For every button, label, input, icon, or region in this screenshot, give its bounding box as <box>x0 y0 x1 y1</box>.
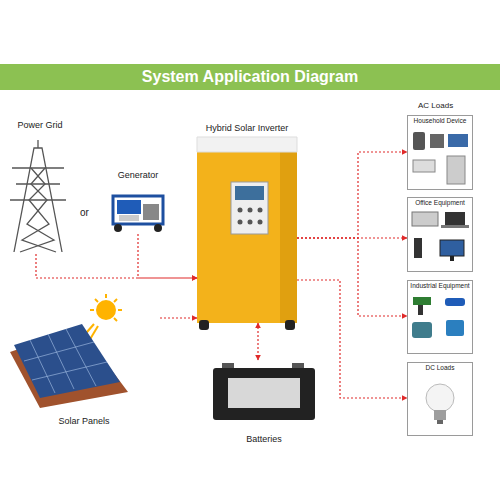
cabinet-body <box>197 137 297 323</box>
solar-panel-symbol <box>10 324 128 408</box>
panel-grid-line <box>48 334 74 389</box>
source-illustration: Solar Panels <box>8 296 160 426</box>
free-label: AC Loads <box>418 101 453 110</box>
dashed-connector <box>138 234 197 278</box>
sun-ray <box>114 299 117 302</box>
sun-disc <box>96 300 116 320</box>
bulb-glass <box>426 384 454 412</box>
dashed-connector <box>257 323 258 360</box>
drill-handle <box>418 305 423 315</box>
industrial-icons <box>412 297 465 338</box>
generator-wheel <box>154 224 162 232</box>
node-label: Power Grid <box>17 120 62 130</box>
panel-grid-line <box>24 342 94 361</box>
compressor-icon <box>446 320 464 336</box>
grinder-icon <box>445 298 465 306</box>
panel-grid-line <box>32 362 107 380</box>
pylon-arm <box>16 183 60 184</box>
generator-panel <box>119 215 139 221</box>
appliance-icon <box>413 132 425 150</box>
dashed-connector <box>36 254 197 278</box>
laptop-icon <box>445 212 465 225</box>
generator-frame <box>113 196 163 224</box>
panel-button <box>248 208 253 213</box>
load-box: Office Equipment <box>407 197 473 272</box>
generator-engine <box>143 204 159 220</box>
source-illustration: Generator <box>104 170 172 234</box>
pylon-arm <box>12 167 64 168</box>
motor-icon <box>412 322 432 338</box>
panel-button <box>258 220 263 225</box>
bulb-symbol <box>426 384 454 424</box>
node-label: Hybrid Solar Inverter <box>206 123 289 133</box>
panel-grid-line <box>66 329 96 386</box>
tower-icon <box>414 238 422 258</box>
cabinet-wheel <box>285 320 295 330</box>
battery-symbol <box>213 363 315 420</box>
drill-icon <box>413 297 431 305</box>
node-label: Solar Panels <box>58 416 109 426</box>
node-label: Office Equipment <box>415 199 465 206</box>
dashed-connector <box>297 280 407 398</box>
pylon-lattice <box>20 168 54 252</box>
office-icons <box>412 212 469 261</box>
cabinet-side <box>280 150 297 323</box>
dashed-connector <box>297 237 407 238</box>
dashed-connector <box>297 152 407 238</box>
bulb-tip <box>437 420 443 424</box>
inverter-cabinet <box>197 137 297 330</box>
sun-ray <box>90 309 94 311</box>
dashed-connector <box>297 238 407 316</box>
appliance-icon <box>413 160 435 172</box>
monitor-icon <box>440 240 464 256</box>
fridge-icon <box>447 156 465 184</box>
panel-button <box>258 208 263 213</box>
node-label: Household Device <box>414 117 467 124</box>
monitor-stand <box>450 256 454 261</box>
panel-button <box>248 220 253 225</box>
generator-symbol <box>113 196 163 232</box>
storage-illustration: Batteries <box>208 360 320 444</box>
node-label: Batteries <box>246 434 282 444</box>
generator-wheel <box>114 224 122 232</box>
battery-case <box>213 368 315 420</box>
load-box: Household Device <box>407 115 473 190</box>
load-box: Industrial Equipment <box>407 280 473 354</box>
panel-button <box>238 220 243 225</box>
diagram-title: System Application Diagram <box>0 64 500 90</box>
node-label: DC Loads <box>426 364 455 371</box>
panel-array <box>14 324 120 398</box>
control-panel <box>231 182 268 234</box>
household-icons <box>413 132 468 184</box>
sun-ray <box>105 294 107 298</box>
sun-ray <box>114 318 117 321</box>
tv-icon <box>448 134 468 147</box>
laptop-base <box>441 225 469 228</box>
free-label: or <box>80 207 89 218</box>
panel-grid-line <box>30 340 55 393</box>
cabinet-wheel <box>199 320 209 330</box>
pylon-tip <box>37 140 38 148</box>
printer-icon <box>412 212 438 226</box>
cabinet-lid <box>197 137 297 152</box>
source-illustration: Power Grid <box>4 120 76 254</box>
panel-grid <box>24 329 107 393</box>
battery-sticker <box>228 378 300 408</box>
bulb-base <box>434 410 446 420</box>
pylon-arm <box>10 199 66 200</box>
inverter-box: Hybrid Solar Inverter <box>197 137 297 323</box>
title-band <box>0 64 500 90</box>
node-label: Generator <box>118 170 159 180</box>
generator-tank <box>117 200 141 214</box>
load-box: DC Loads <box>407 362 473 436</box>
node-label: Industrial Equipment <box>410 282 469 289</box>
lcd-screen <box>235 186 264 200</box>
sun-ray <box>95 299 98 302</box>
pylon-symbol <box>10 140 66 252</box>
appliance-icon <box>430 134 444 148</box>
dashed-connector <box>160 317 197 318</box>
sun-ray <box>118 309 122 311</box>
panel-button <box>238 208 243 213</box>
